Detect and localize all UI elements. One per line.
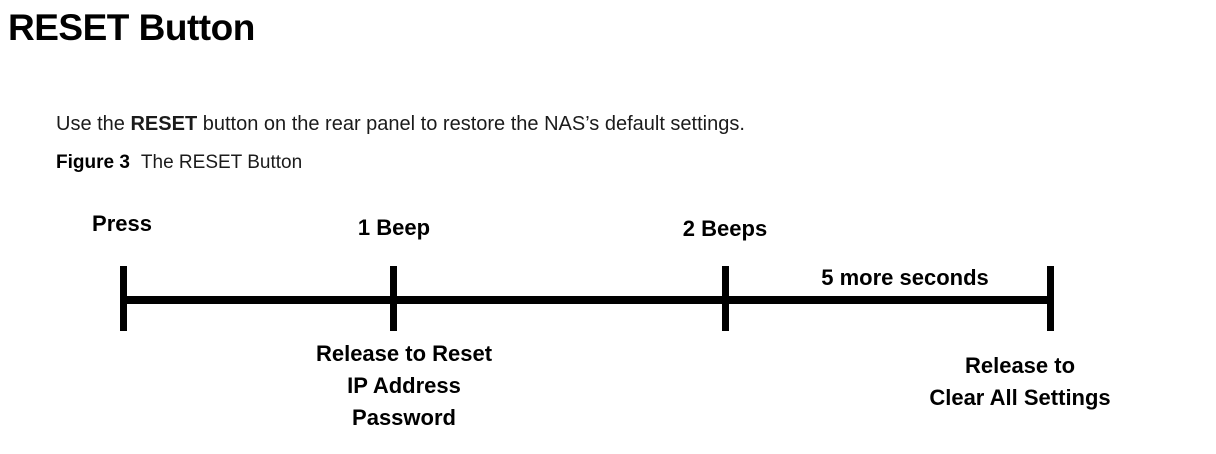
- outcome-clear-line-1: Release to: [964, 353, 1076, 378]
- timeline-label-five-more-seconds: 5 more seconds: [821, 265, 989, 290]
- figure-number: Figure 3: [56, 152, 130, 173]
- figure-caption: Figure 3 The RESET Button: [56, 150, 302, 176]
- timeline-label-two-beeps: 2 Beeps: [682, 216, 768, 241]
- timeline-label-press: Press: [92, 211, 152, 236]
- intro-text-after: button on the rear panel to restore the …: [197, 113, 745, 135]
- timeline-label-one-beep: 1 Beep: [357, 215, 431, 240]
- timeline-tick-two-beeps: [722, 266, 729, 331]
- timeline-tick-end: [1047, 266, 1054, 331]
- timeline-tick-press: [120, 266, 127, 331]
- outcome-release-to-reset: Release to Reset IP Address Password: [264, 338, 544, 434]
- reset-keyword: RESET: [130, 113, 198, 135]
- outcome-reset-line-3: Password: [352, 405, 456, 430]
- intro-paragraph: Use the RESET button on the rear panel t…: [56, 110, 745, 138]
- intro-text-before: Use the: [56, 113, 131, 135]
- page-title: RESET Button: [8, 7, 255, 48]
- outcome-clear-all-settings: Release to Clear All Settings: [880, 350, 1160, 414]
- timeline-tick-one-beep: [390, 266, 397, 331]
- outcome-reset-line-2: IP Address: [347, 373, 461, 398]
- timeline-axis-line: [120, 296, 1054, 304]
- outcome-reset-line-1: Release to Reset: [315, 341, 493, 366]
- figure-caption-text: The RESET Button: [140, 152, 303, 173]
- outcome-clear-line-2: Clear All Settings: [929, 385, 1111, 410]
